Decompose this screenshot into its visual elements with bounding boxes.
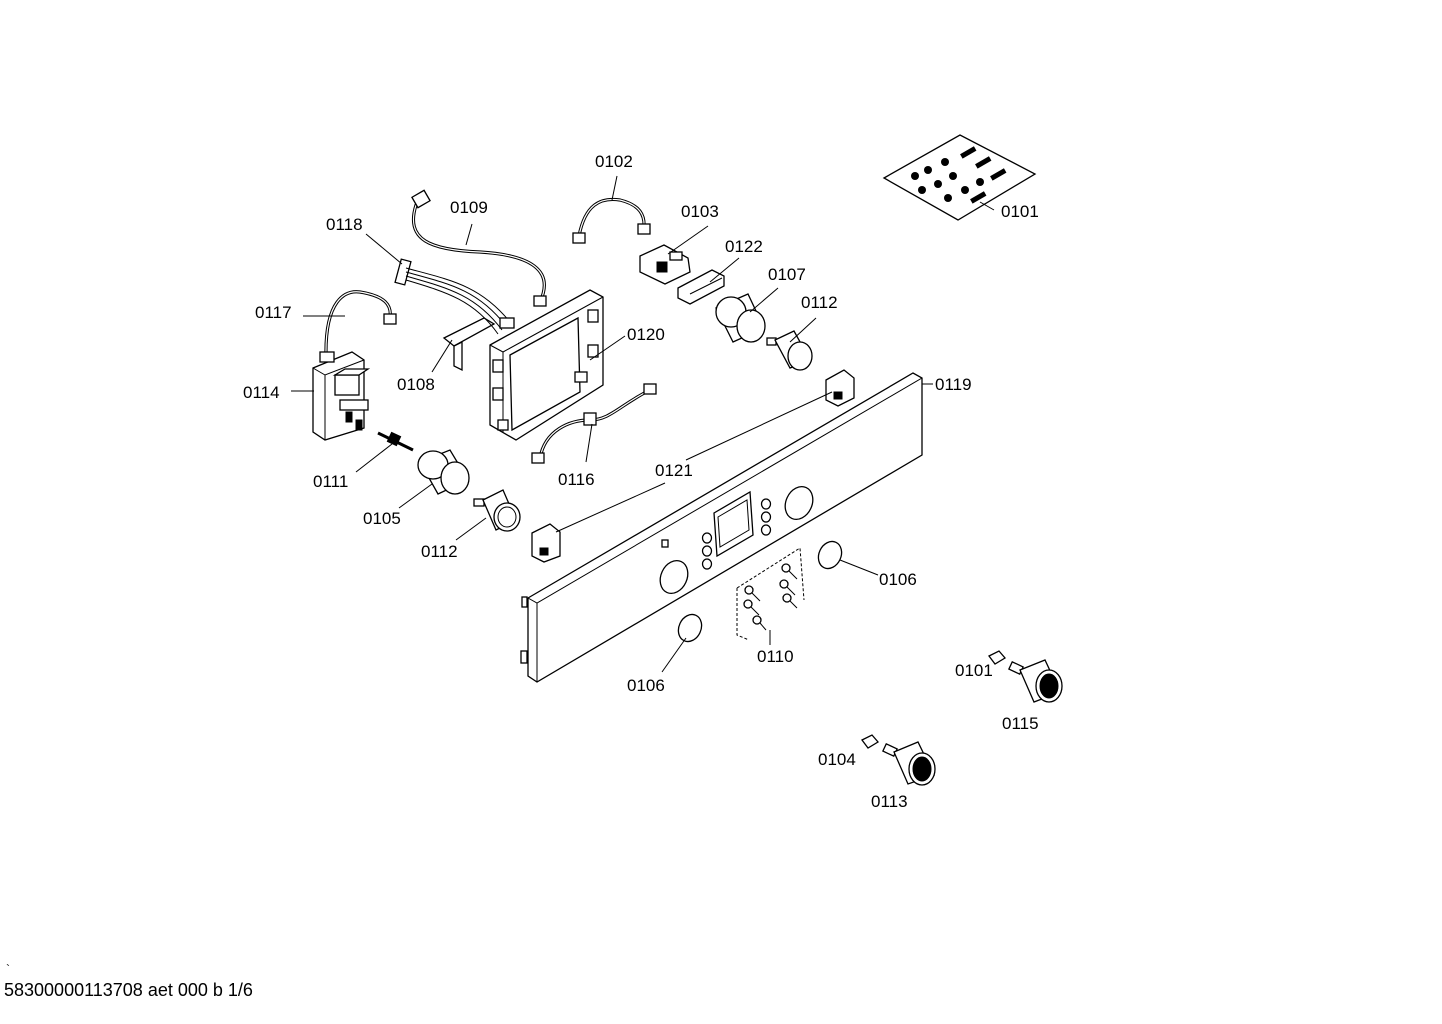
label-0119: 0119 (935, 375, 972, 394)
wire-0116 (531, 383, 657, 464)
label-0104: 0103 (681, 202, 719, 221)
knob-0114 (882, 741, 936, 786)
label-0111: 0111 (313, 472, 348, 491)
label-0109: 0109 (450, 198, 488, 217)
wire-0103 (572, 197, 651, 244)
screws-0110 (736, 547, 805, 641)
label-0120: 0120 (627, 325, 665, 344)
label-0101-lower: 0104 (818, 750, 856, 769)
clip-0121-left (531, 523, 561, 563)
label-0118: 0118 (326, 215, 363, 234)
screw-bag-0102 (882, 134, 1037, 221)
wire-0109 (411, 189, 547, 307)
label-0105: 0105 (363, 509, 401, 528)
connector-0104 (639, 244, 691, 285)
wire-0117 (319, 290, 397, 363)
connector-0122 (677, 269, 725, 305)
label-0112-left: 0112 (421, 542, 458, 561)
switch-housing-0105 (417, 449, 470, 495)
leader-lines (291, 175, 995, 673)
label-0121: 0121 (655, 461, 693, 480)
label-0114: 0113 (871, 792, 908, 811)
label-0106-right: 0106 (879, 570, 917, 589)
label-0122: 0122 (725, 237, 763, 256)
wire-0118 (394, 258, 515, 335)
label-0102: 0101 (1001, 202, 1039, 221)
label-0103: 0102 (595, 152, 633, 171)
switch-housing-0107 (715, 293, 766, 343)
clip-0101-lower (861, 734, 879, 749)
pin-0111 (377, 431, 414, 452)
label-0108: 0108 (397, 375, 435, 394)
label-0112-right: 0112 (801, 293, 838, 312)
ring-0106-left (677, 613, 703, 643)
label-0115: 0115 (1002, 714, 1039, 733)
label-0116: 0116 (558, 470, 595, 489)
ring-0106-right (817, 540, 843, 570)
control-panel-0119 (520, 372, 923, 683)
knob-0112-left (473, 489, 521, 532)
label-0113: 0114 (243, 383, 280, 402)
frame-0120 (489, 289, 604, 441)
label-0110: 0110 (757, 647, 794, 666)
clip-0121-right (825, 369, 855, 407)
knob-0115 (1008, 659, 1063, 703)
bracket-0108 (442, 317, 496, 372)
label-0101-upper: 0101 (955, 661, 993, 680)
pcb-0113 (312, 351, 371, 441)
part-labels: 0102 0109 0103 0101 0118 0122 0107 0112 … (243, 152, 1039, 811)
document-id: 58300000113708 aet 000 b 1/6 (4, 980, 253, 1000)
label-0107: 0107 (768, 265, 806, 284)
corner-mark: ` (6, 962, 10, 976)
clip-0101-upper (988, 650, 1006, 665)
knob-0112-right (766, 330, 813, 371)
label-0117: 0117 (255, 303, 292, 322)
label-0106-left: 0106 (627, 676, 665, 695)
